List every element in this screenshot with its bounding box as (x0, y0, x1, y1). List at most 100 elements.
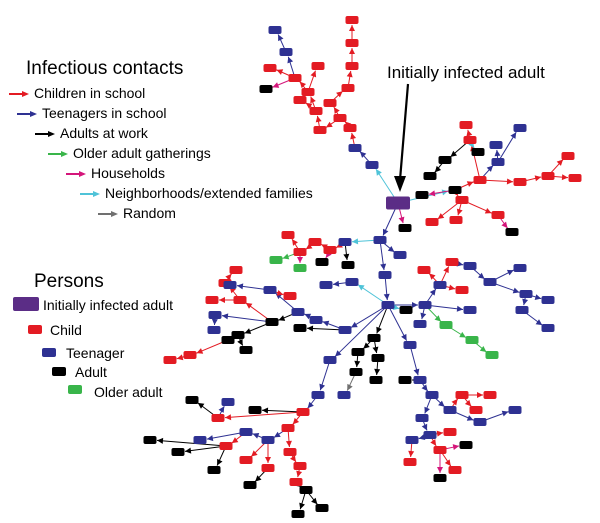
edge-arrowhead (434, 315, 441, 322)
person-node-teenager (268, 26, 282, 34)
edge-arrowhead (479, 346, 487, 352)
person-node-child (308, 238, 322, 246)
person-node-adult (265, 318, 279, 326)
edge-arrowhead (354, 360, 361, 368)
person-node-child (403, 458, 417, 466)
edge-arrowhead (299, 502, 305, 510)
edge-arrowhead (251, 450, 258, 457)
edge-arrowhead (292, 239, 298, 246)
person-node-teenager (423, 431, 437, 439)
edge-arrowhead (438, 400, 445, 407)
person-node-child (183, 351, 197, 359)
person-node-teenager (513, 264, 527, 272)
edge-arrowhead (206, 435, 214, 442)
person-node-adult (259, 85, 273, 93)
person-node-teenager (541, 296, 555, 304)
edge-arrowhead (349, 48, 355, 54)
edge-arrowhead (556, 159, 564, 166)
edge-teenagers-school (334, 304, 389, 357)
edge-arrowhead (310, 70, 317, 78)
person-node-child (229, 266, 243, 274)
person-node-adult (398, 224, 412, 232)
person-node-adult (221, 336, 235, 344)
person-node-child (417, 266, 431, 274)
edge-arrowhead (421, 423, 428, 431)
person-node-child (463, 136, 477, 144)
person-node-teenager (373, 236, 387, 244)
contact-arrow-neighborhoods-icon (80, 191, 100, 197)
edge-arrowhead (363, 342, 370, 349)
edge-arrowhead (225, 273, 232, 281)
edge-arrowhead (561, 174, 569, 181)
person-node-teenager (365, 161, 379, 169)
person-node-teenager (433, 281, 447, 289)
edge-arrowhead (311, 497, 318, 505)
person-node-teenager (403, 341, 417, 349)
edge-arrowhead (265, 457, 271, 463)
person-node-adult (459, 441, 473, 449)
person-node-child (296, 408, 310, 416)
edge-adults-work (261, 409, 304, 413)
person-node-teenager (519, 290, 533, 298)
person-node-teenager (239, 428, 253, 436)
person-node-adult (399, 306, 413, 314)
edge-arrowhead (231, 437, 239, 444)
edge-arrowhead (276, 69, 284, 75)
edge-arrowhead (322, 320, 330, 327)
person-node-adult (423, 172, 437, 180)
person-node-child (309, 107, 323, 115)
person-node-child (433, 446, 447, 454)
person-node-older-adult (293, 264, 307, 272)
person-swatch-initial-icon (13, 297, 39, 311)
person-node-adult (299, 486, 313, 494)
person-node-child (233, 296, 247, 304)
person-node-adult (293, 324, 307, 332)
callout-arrow (394, 83, 410, 192)
edge-arrowhead (255, 475, 262, 482)
edge-arrowhead (401, 333, 407, 341)
edge-arrowhead (245, 302, 253, 309)
person-label-older: Older adult (94, 384, 163, 400)
edge-arrowhead (224, 414, 232, 421)
edge-arrowhead (372, 346, 379, 354)
person-swatch-teenager-icon (42, 348, 56, 357)
person-swatch-child-icon (28, 325, 42, 334)
edge-arrowhead (464, 399, 472, 407)
edge-arrowhead (408, 450, 415, 458)
edge-teenagers-school (387, 304, 408, 341)
edge-arrowhead (429, 289, 436, 296)
person-node-teenager (413, 320, 427, 328)
person-node-child (323, 246, 337, 254)
edge-arrowhead (506, 178, 514, 185)
person-node-adult (341, 261, 355, 269)
edge-arrowhead (347, 383, 353, 391)
person-node-child (283, 448, 297, 456)
edge-arrowhead (336, 91, 343, 98)
person-node-child (459, 121, 473, 129)
person-node-adult (369, 376, 383, 384)
edge-arrowhead (535, 319, 543, 326)
person-node-child (448, 466, 462, 474)
edge-arrowhead (430, 439, 437, 446)
person-node-teenager (515, 306, 529, 314)
edge-arrowhead (434, 165, 442, 173)
edge-arrowhead (376, 326, 382, 334)
edge-arrowhead (477, 392, 483, 398)
edge-arrowhead (437, 467, 443, 473)
person-node-teenager (193, 436, 207, 444)
person-node-child (443, 428, 457, 436)
person-node-adult (438, 156, 452, 164)
edge-arrowhead (343, 253, 350, 261)
edge-arrowhead (351, 321, 358, 328)
person-node-teenager (223, 281, 237, 289)
person-node-adult (207, 466, 221, 474)
person-node-child (345, 16, 359, 24)
person-node-child (301, 88, 315, 96)
person-node-adult (349, 368, 363, 376)
edge-arrowhead (494, 149, 501, 157)
person-node-teenager (491, 158, 505, 166)
edge-arrowhead (413, 368, 420, 376)
person-node-adult (239, 346, 253, 354)
edge-arrowhead (506, 269, 514, 276)
person-node-child (483, 391, 497, 399)
